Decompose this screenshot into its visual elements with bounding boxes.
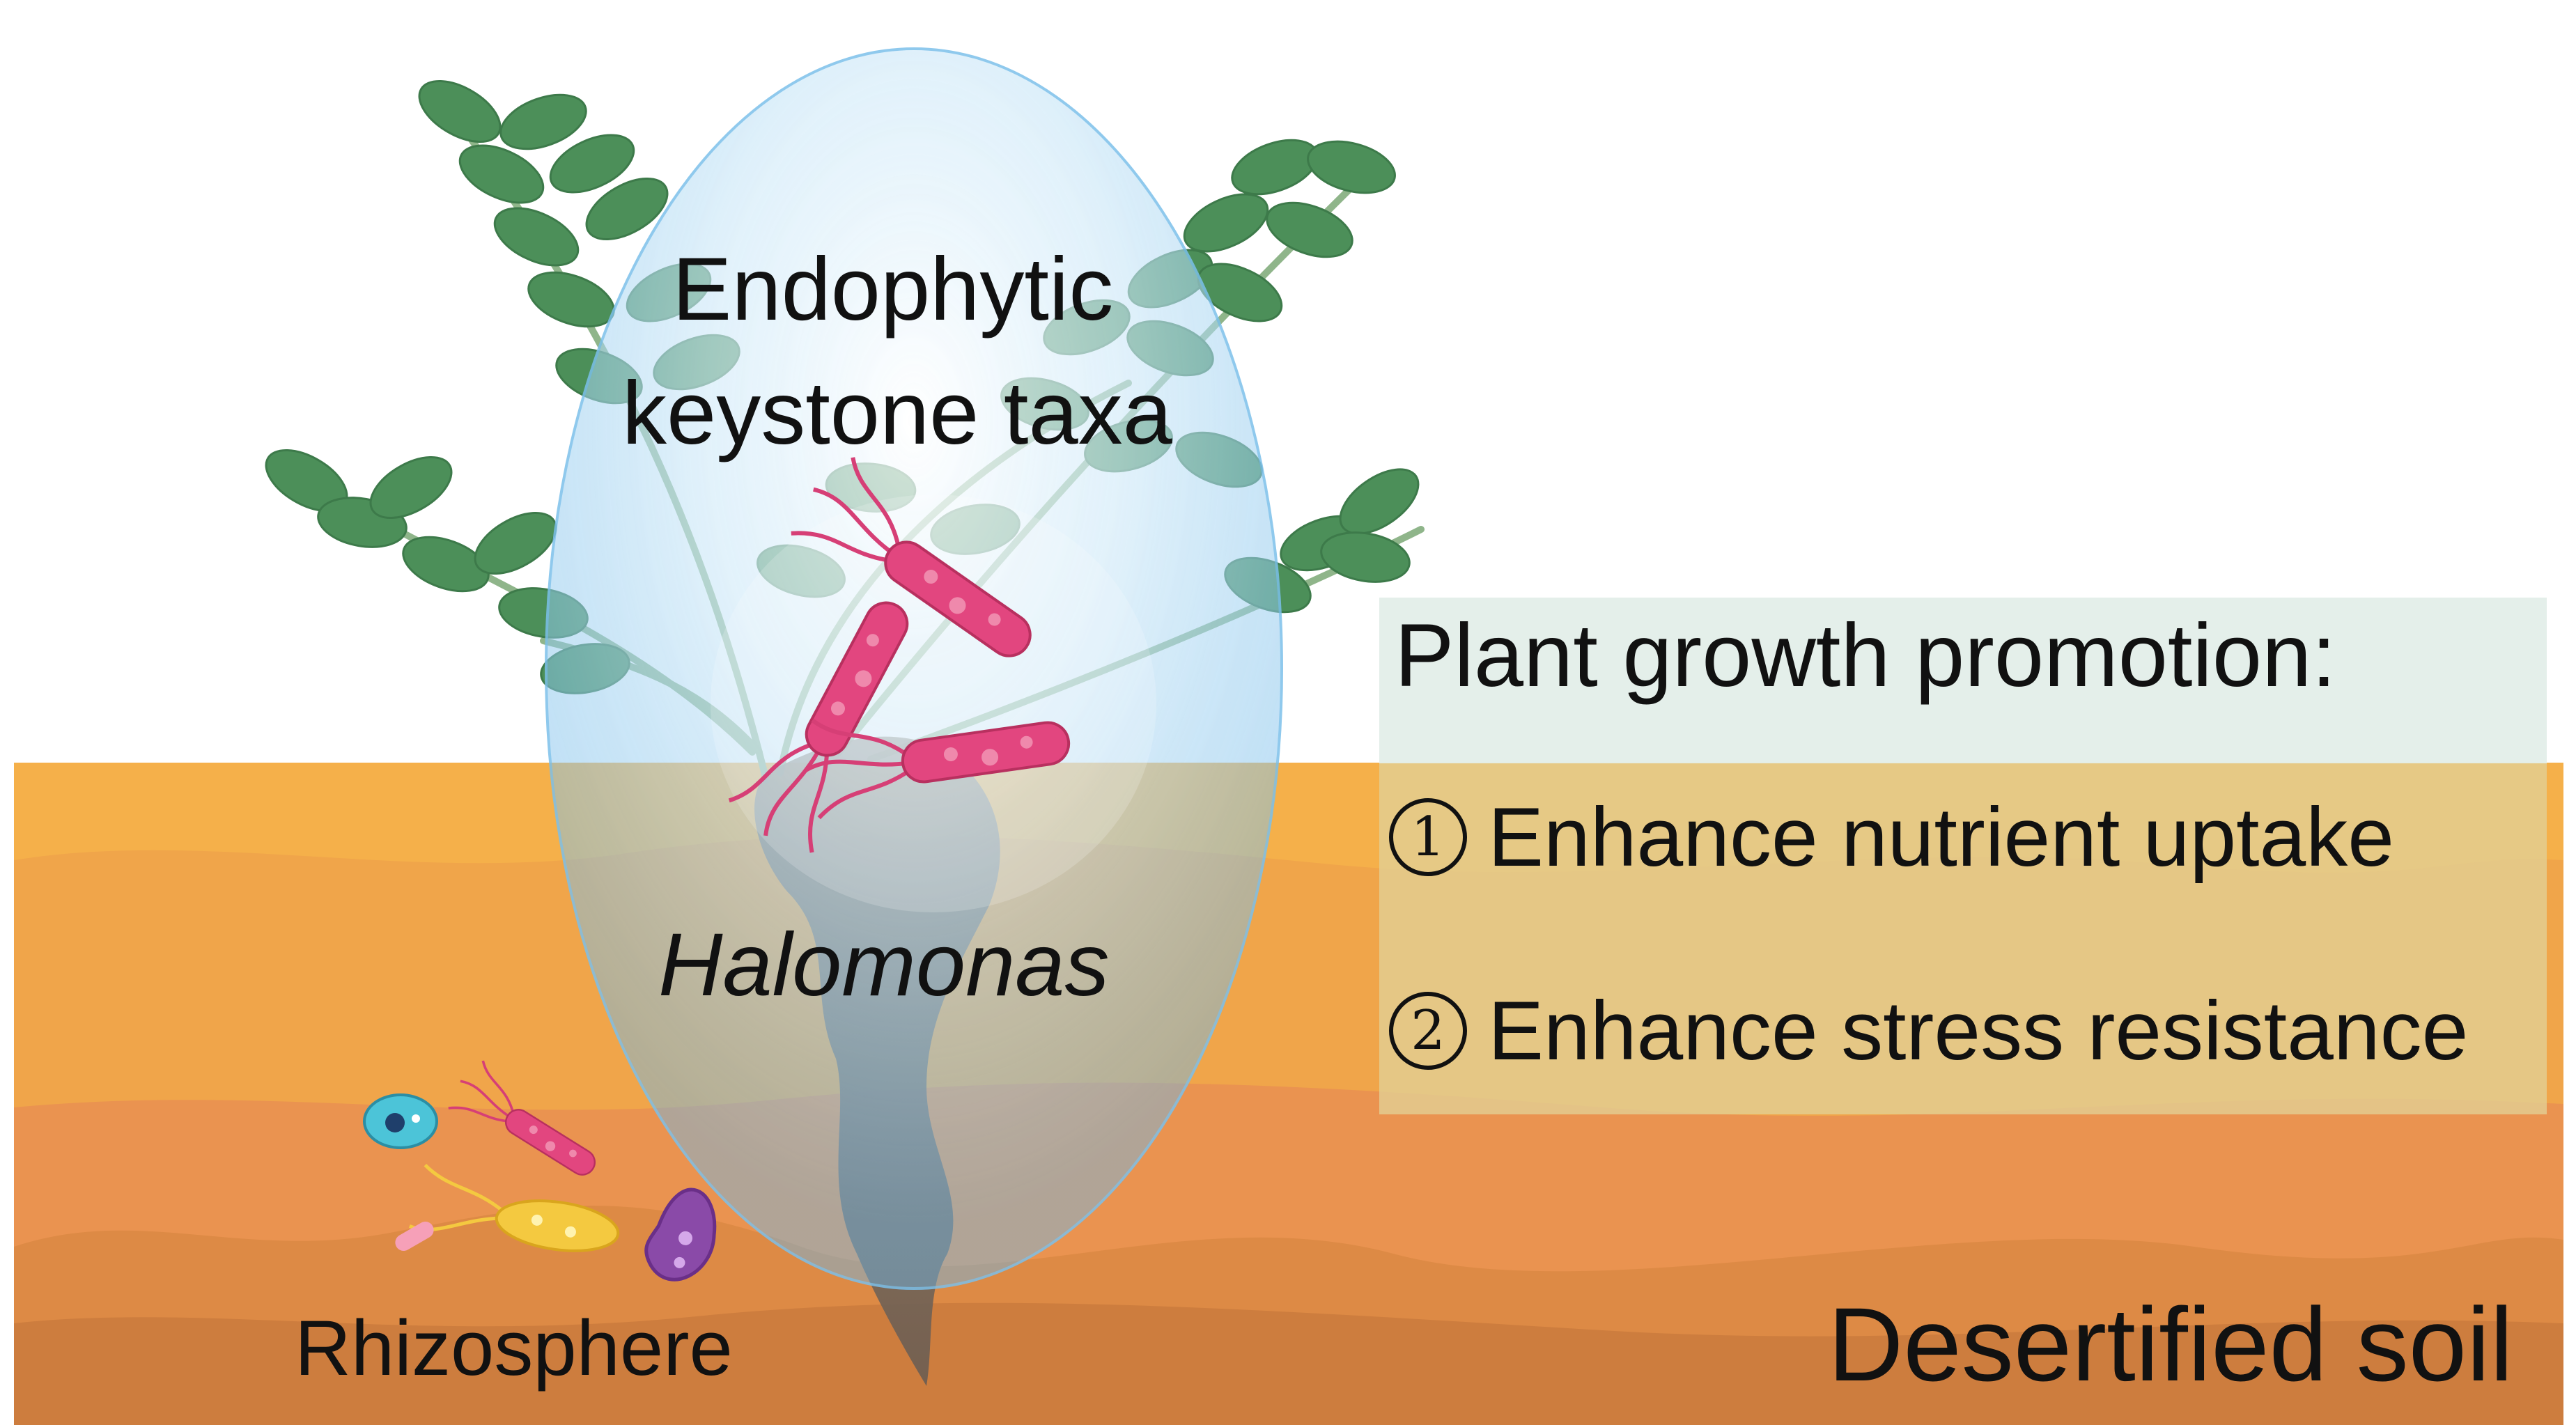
circled-number: 2	[1389, 992, 1467, 1070]
info-panel-body-bg	[1379, 763, 2547, 1114]
endophyte-bubble	[545, 47, 1283, 1290]
info-panel-title: Plant growth promotion:	[1395, 606, 2336, 706]
endophytic-label-line1: Endophytic	[672, 240, 1114, 339]
soil-label: Desertified soil	[1828, 1286, 2513, 1403]
info-item-text: Enhance stress resistance	[1488, 984, 2469, 1077]
inner-glow	[711, 495, 1156, 912]
info-item: 1 Enhance nutrient uptake	[1389, 795, 2394, 879]
genus-label: Halomonas	[658, 915, 1110, 1015]
info-item-text: Enhance nutrient uptake	[1488, 791, 2394, 884]
endophytic-label-line2: keystone taxa	[622, 364, 1172, 463]
info-panel	[1379, 598, 2547, 1114]
leaf-icon	[408, 68, 511, 155]
info-item: 2 Enhance stress resistance	[1389, 989, 2468, 1073]
circled-number: 1	[1389, 798, 1467, 876]
rhizosphere-label: Rhizosphere	[295, 1305, 733, 1392]
pink-capsule-icon	[395, 1222, 434, 1251]
info-panel-header-bg	[1379, 598, 2547, 763]
purple-bacterium-icon	[644, 1188, 717, 1282]
yellow-bacillus-icon	[408, 1163, 620, 1252]
soil-layer-5	[14, 1302, 2563, 1425]
cyan-coccus-icon	[363, 1093, 438, 1149]
